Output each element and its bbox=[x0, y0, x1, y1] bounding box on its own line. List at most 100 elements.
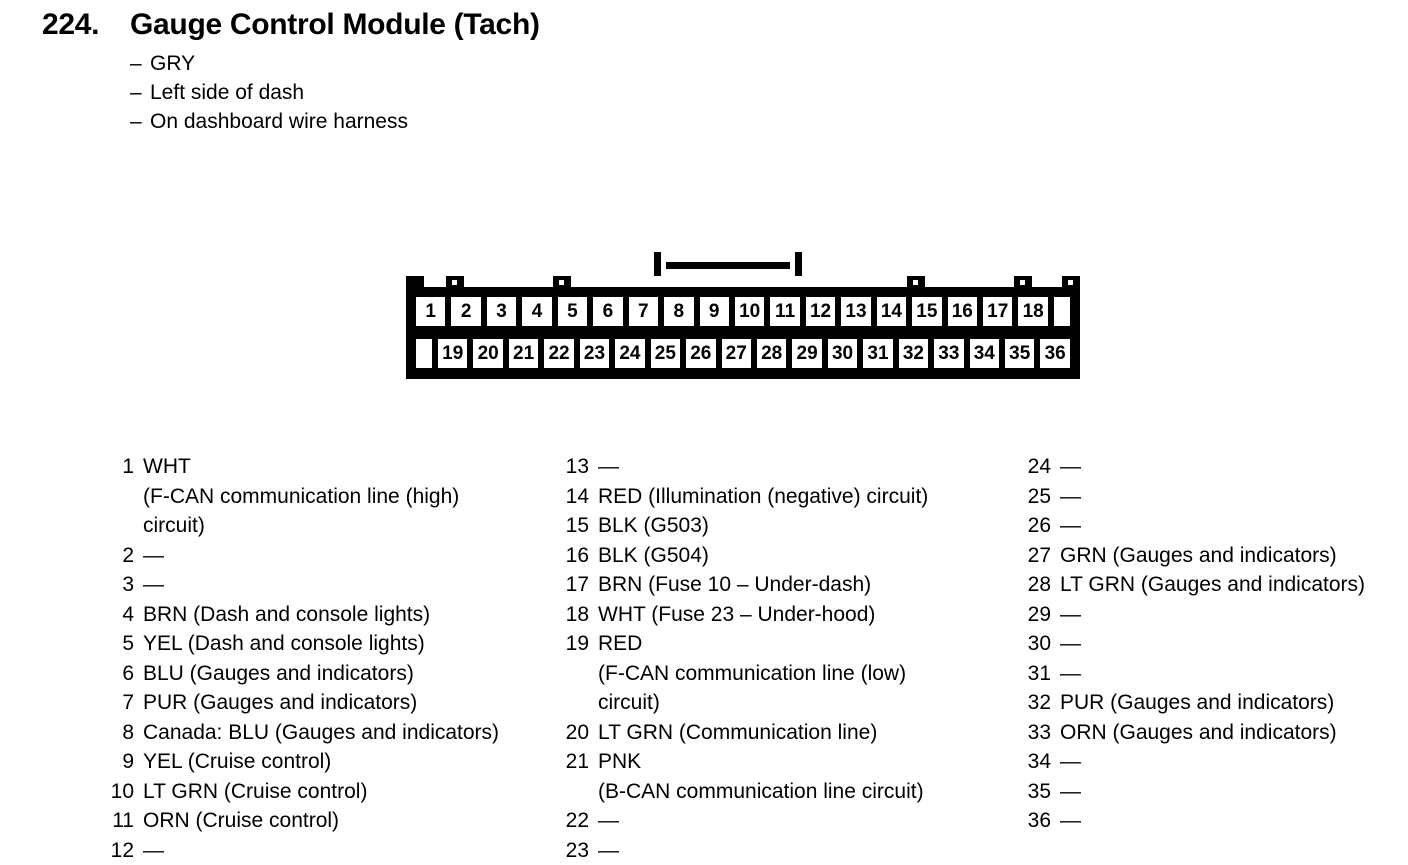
pin-entry-description: LT GRN (Gauges and indicators) bbox=[1060, 570, 1408, 600]
pin-entry-description: BLK (G504) bbox=[598, 541, 915, 571]
pin-entry-number: 33 bbox=[1025, 718, 1060, 748]
pin-entry-description: WHT (Fuse 23 – Under-hood) bbox=[598, 600, 915, 630]
connector-pin-22: 22 bbox=[544, 339, 573, 368]
connector-pin-18: 18 bbox=[1018, 297, 1047, 326]
pin-entry-description: — bbox=[598, 806, 915, 836]
connector-pin-27: 27 bbox=[722, 339, 751, 368]
pin-entry-text-line: BRN (Dash and console lights) bbox=[143, 600, 455, 630]
pin-entry-empty-dash: — bbox=[1060, 511, 1408, 541]
pin-entry-empty-dash: — bbox=[598, 452, 915, 482]
connector-pin-17: 17 bbox=[983, 297, 1012, 326]
pin-entry-description: LT GRN (Communication line) bbox=[598, 718, 915, 748]
connector-pin-3: 3 bbox=[487, 297, 516, 326]
pin-entry-number: 28 bbox=[1025, 570, 1060, 600]
pin-entry-text-line: WHT bbox=[143, 452, 455, 482]
connector-keying-tab bbox=[1014, 276, 1032, 287]
connector-pin-19: 19 bbox=[438, 339, 467, 368]
pin-entry-description: ORN (Cruise control) bbox=[143, 806, 455, 836]
pin-entry-description: Canada: BLU (Gauges and indicators) bbox=[143, 718, 455, 748]
pin-entry: 23— bbox=[563, 836, 915, 865]
pin-entry-text-line: LT GRN (Gauges and indicators) bbox=[1060, 570, 1408, 600]
connector-pin-blank bbox=[416, 339, 432, 368]
connector-attribute-label: GRY bbox=[150, 49, 195, 78]
pin-entry-number: 17 bbox=[563, 570, 598, 600]
connector-pin-25: 25 bbox=[651, 339, 680, 368]
pin-entry-empty-dash: — bbox=[598, 836, 915, 865]
pin-entry-number: 8 bbox=[108, 718, 143, 748]
pin-entry-text-line: circuit) bbox=[143, 511, 455, 541]
connector-pin-11: 11 bbox=[770, 297, 799, 326]
pin-entry-number: 1 bbox=[108, 452, 143, 482]
pin-entry-description: — bbox=[143, 836, 455, 865]
pin-entry-number: 35 bbox=[1025, 777, 1060, 807]
connector-pin-35: 35 bbox=[1005, 339, 1034, 368]
connector-pin-8: 8 bbox=[664, 297, 693, 326]
connector-pin-15: 15 bbox=[912, 297, 941, 326]
pin-entry-description: — bbox=[143, 541, 455, 571]
connector-attribute-label: On dashboard wire harness bbox=[150, 107, 408, 136]
connector-keying-tab bbox=[446, 276, 464, 287]
connector-pin-34: 34 bbox=[970, 339, 999, 368]
pin-entry-description: — bbox=[1060, 600, 1408, 630]
page-title: 224. Gauge Control Module (Tach) bbox=[42, 8, 1382, 42]
connector-pin-13: 13 bbox=[841, 297, 870, 326]
pin-entry-number: 21 bbox=[563, 747, 598, 777]
pin-entry-number: 3 bbox=[108, 570, 143, 600]
connector-attribute-item: –GRY bbox=[130, 49, 1382, 78]
pin-entry-description: — bbox=[1060, 659, 1408, 689]
pin-entry-text-line: (F-CAN communication line (high) bbox=[143, 482, 455, 512]
pin-entry-text-line: RED (Illumination (negative) circuit) bbox=[598, 482, 915, 512]
pin-entry-description: — bbox=[143, 570, 455, 600]
pin-entry-number: 5 bbox=[108, 629, 143, 659]
pin-entry: 13— bbox=[563, 452, 915, 482]
pin-entry-empty-dash: — bbox=[1060, 777, 1408, 807]
bullet-dash-icon: – bbox=[130, 107, 150, 136]
pin-entry-description: RED (Illumination (negative) circuit) bbox=[598, 482, 915, 512]
pin-entry-text-line: PNK bbox=[598, 747, 915, 777]
pin-entry-number: 25 bbox=[1025, 482, 1060, 512]
pin-entry-description: — bbox=[1060, 511, 1408, 541]
pin-entry-text-line: BLU (Gauges and indicators) bbox=[143, 659, 455, 689]
pin-entry-number: 15 bbox=[563, 511, 598, 541]
connector-attribute-item: –Left side of dash bbox=[130, 78, 1382, 107]
connector-pin-1: 1 bbox=[416, 297, 445, 326]
pin-entry-number: 32 bbox=[1025, 688, 1060, 718]
pin-entry-text-line: (F-CAN communication line (low) bbox=[598, 659, 915, 689]
pin-entry-number: 29 bbox=[1025, 600, 1060, 630]
pin-entry-description: LT GRN (Cruise control) bbox=[143, 777, 455, 807]
connector-pin-20: 20 bbox=[473, 339, 502, 368]
pin-entry-empty-dash: — bbox=[143, 836, 455, 865]
pin-entry-description: BRN (Dash and console lights) bbox=[143, 600, 455, 630]
pin-entry-number: 2 bbox=[108, 541, 143, 571]
pin-entry-description: YEL (Dash and console lights) bbox=[143, 629, 455, 659]
pin-entry-empty-dash: — bbox=[598, 806, 915, 836]
pin-entry-empty-dash: — bbox=[1060, 482, 1408, 512]
page-title-number: 224. bbox=[42, 8, 130, 42]
connector-pin-21: 21 bbox=[509, 339, 538, 368]
connector-pin-14: 14 bbox=[877, 297, 906, 326]
connector-attributes-list: –GRY–Left side of dash–On dashboard wire… bbox=[130, 49, 1382, 136]
connector-pin-36: 36 bbox=[1040, 339, 1069, 368]
pin-entry-empty-dash: — bbox=[1060, 452, 1408, 482]
connector-pin-26: 26 bbox=[686, 339, 715, 368]
connector-pin-blank bbox=[1054, 297, 1070, 326]
pin-entry-text-line: BLK (G503) bbox=[598, 511, 915, 541]
pin-entry-empty-dash: — bbox=[1060, 806, 1408, 836]
pin-entry-text-line: YEL (Cruise control) bbox=[143, 747, 455, 777]
connector-pin-32: 32 bbox=[899, 339, 928, 368]
pin-entry-description: — bbox=[1060, 806, 1408, 836]
pin-entry-number: 23 bbox=[563, 836, 598, 865]
